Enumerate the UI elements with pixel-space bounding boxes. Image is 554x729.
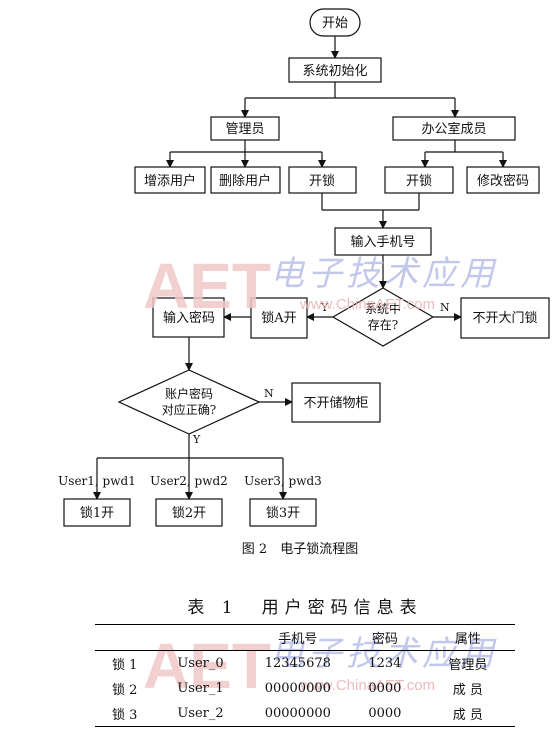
watermark-upper: AET 电子技术应用 www.ChinaAET.com — [143, 250, 498, 322]
admin-label: 管理员 — [225, 122, 264, 137]
unlock-office-label: 开锁 — [406, 173, 432, 189]
init-label: 系统初始化 — [302, 64, 367, 79]
header-phone: 手机号 — [278, 632, 318, 647]
cell-phone: 00000000 — [264, 706, 331, 721]
admin-node — [210, 116, 280, 141]
figure-caption: 图 2 电子锁流程图 — [242, 541, 358, 557]
lock-a-node — [250, 297, 308, 339]
exists-label-line2: 存在? — [368, 318, 398, 332]
lock1-label: 锁1开 — [80, 505, 114, 521]
lock2-label: 锁2开 — [172, 505, 206, 521]
delete-user-label: 删除用户 — [219, 173, 271, 189]
cell-attribute: 成 员 — [452, 708, 483, 723]
no-gate-label: 不开大门锁 — [472, 310, 537, 326]
cell-lock: 锁 3 — [112, 708, 138, 723]
cell-user: User_1 — [177, 681, 224, 696]
unlock-admin-node — [288, 166, 357, 194]
header-cell — [154, 625, 246, 651]
cell-password: 0000 — [368, 681, 402, 696]
input-phone-label: 输入手机号 — [350, 234, 415, 250]
cell-phone: 00000000 — [264, 681, 331, 696]
lock1-node — [63, 498, 131, 527]
exists-label-line1: 系统中 — [365, 301, 401, 316]
edge-label-n2: N — [264, 387, 274, 400]
table-title: 表 1 用户密码信息表 — [187, 598, 423, 618]
cell-password: 0000 — [368, 706, 402, 721]
svg-text:电子技术应用: 电子技术应用 — [270, 254, 498, 294]
office-label: 办公室成员 — [421, 121, 486, 137]
watermark-lower: AET 电子技术应用 www.ChinaAET.com — [143, 630, 498, 702]
branch-label-2: User2, pwd2 — [150, 474, 228, 488]
svg-text:AET: AET — [143, 250, 271, 322]
lock3-node — [249, 498, 317, 527]
cell-lock: 锁 1 — [112, 658, 138, 673]
branch-label-1: User1, pwd1 — [58, 474, 136, 488]
edge-label-y1: Y — [320, 301, 329, 314]
init-node — [288, 57, 382, 83]
start-node — [309, 8, 361, 37]
branch-label-3: User3, pwd3 — [244, 474, 322, 488]
pwd-label-line2: 对应正确? — [162, 402, 216, 417]
office-node — [392, 116, 516, 141]
delete-user-node — [210, 166, 281, 194]
svg-text:AET: AET — [143, 630, 271, 702]
cell-attribute: 管理员 — [448, 658, 488, 673]
input-phone-node — [334, 227, 432, 256]
unlock-admin-label: 开锁 — [309, 173, 335, 189]
svg-text:电子技术应用: 电子技术应用 — [270, 634, 498, 674]
input-pwd-label: 输入密码 — [163, 310, 215, 326]
no-gate-node — [460, 297, 550, 339]
unlock-office-node — [384, 166, 454, 194]
header-cell — [95, 625, 154, 651]
table-row: 锁 2 User_1 00000000 0000 成 员 — [95, 676, 515, 701]
cell-user: User_2 — [177, 706, 224, 721]
header-attribute: 属性 — [454, 632, 481, 647]
cell-attribute: 成 员 — [452, 683, 483, 698]
no-locker-node — [291, 382, 381, 423]
cell-phone: 12345678 — [264, 656, 331, 671]
change-pwd-node — [466, 166, 540, 194]
header-password: 密码 — [371, 632, 398, 647]
input-pwd-node — [152, 297, 225, 338]
svg-text:www.ChinaAET.com: www.ChinaAET.com — [299, 677, 435, 694]
change-pwd-label: 修改密码 — [477, 173, 529, 189]
table-row: 锁 3 User_2 00000000 0000 成 员 — [95, 701, 515, 727]
lock3-label: 锁3开 — [266, 505, 300, 521]
pwd-decision — [117, 369, 261, 435]
user-password-table-section: 表 1 用户密码信息表 手机号 密码 属性 锁 1 User_0 1234567… — [95, 593, 515, 727]
user-password-table: 手机号 密码 属性 锁 1 User_0 12345678 1234 管理员 锁… — [95, 624, 515, 727]
edge-label-y2: Y — [192, 433, 201, 446]
edge-label-n1: N — [440, 301, 450, 314]
pwd-label-line1: 账户密码 — [165, 386, 213, 401]
lock-a-label: 锁A开 — [261, 310, 296, 326]
start-label: 开始 — [322, 16, 348, 31]
table-row: 锁 1 User_0 12345678 1234 管理员 — [95, 651, 515, 677]
exists-decision — [331, 287, 435, 347]
add-user-node — [134, 166, 206, 194]
table-header-row: 手机号 密码 属性 — [95, 624, 515, 651]
svg-text:www.ChinaAET.com: www.ChinaAET.com — [299, 296, 435, 313]
add-user-label: 增添用户 — [144, 173, 196, 189]
no-locker-label: 不开储物柜 — [303, 396, 368, 411]
lock2-node — [155, 498, 223, 527]
cell-user: User_0 — [177, 656, 224, 671]
cell-lock: 锁 2 — [112, 683, 138, 698]
cell-password: 1234 — [368, 656, 402, 671]
